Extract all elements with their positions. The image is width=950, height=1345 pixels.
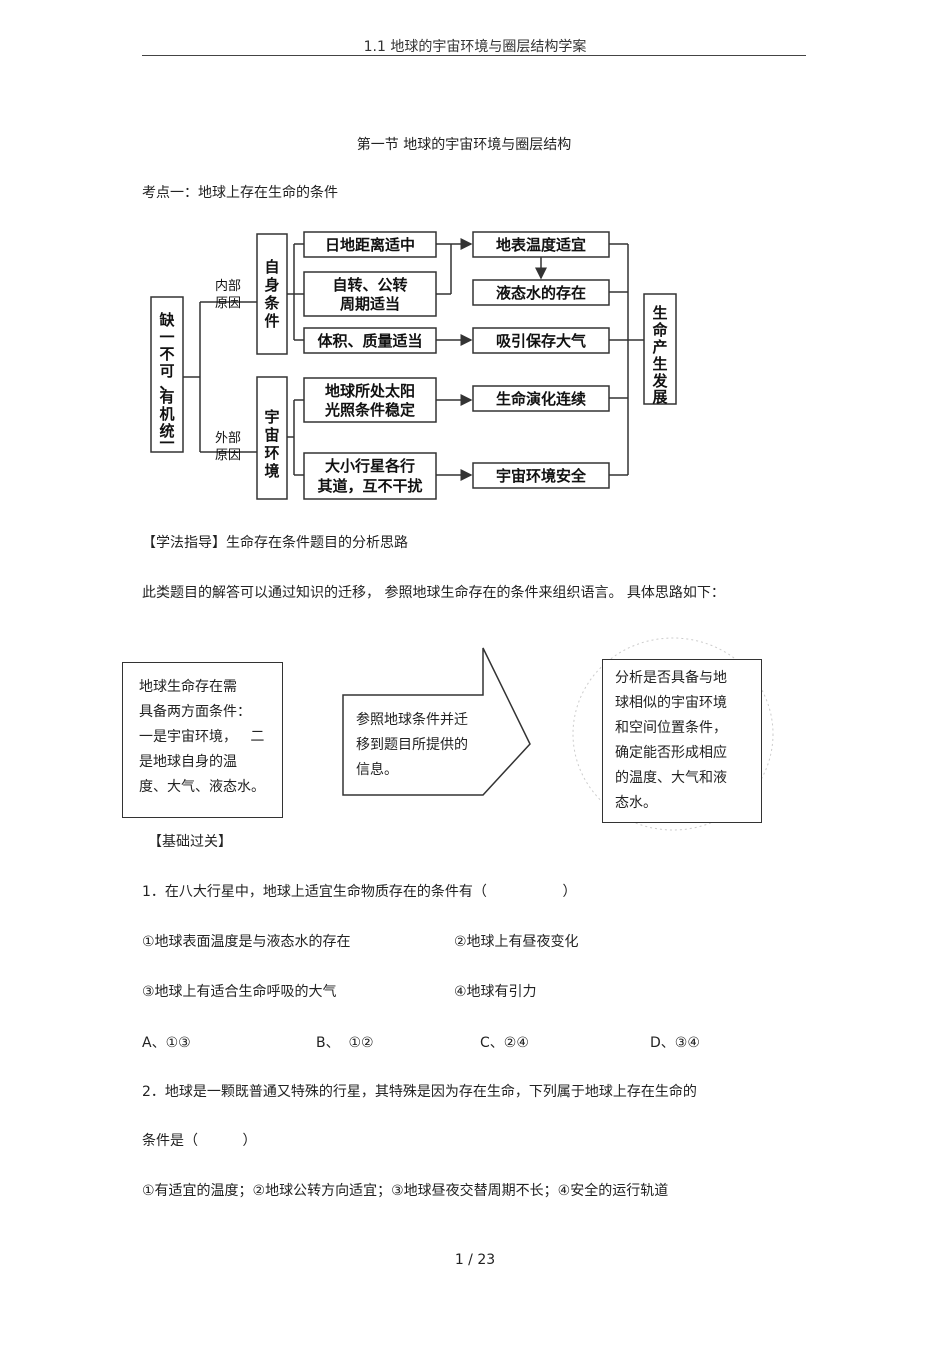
root-box xyxy=(150,296,184,453)
outer-cause-label: 原因 xyxy=(215,448,241,463)
condition-box-4 xyxy=(303,377,437,423)
question-1-stem: 1．在八大行星中，地球上适宜生命物质存在的条件有（ ） xyxy=(142,884,577,900)
result-3-text: 吸引保存大气 xyxy=(496,332,586,350)
kaodian-1-heading: 考点一：地球上存在生命的条件 xyxy=(142,185,338,201)
result-2-text: 液态水的存在 xyxy=(496,284,586,302)
flow-box1-line: 一是宇宙环境， 二 xyxy=(139,729,265,745)
question-1-option-3: ③地球上有适合生命呼吸的大气 xyxy=(142,984,337,1000)
result-4-text: 生命演化连续 xyxy=(496,390,586,408)
header-rule xyxy=(142,55,806,56)
final-char: 发 xyxy=(651,372,668,390)
question-1-option-4: ④地球有引力 xyxy=(454,984,537,1000)
final-char: 生 xyxy=(652,304,667,322)
flow-box3-line: 态水。 xyxy=(615,795,657,811)
root-char: 一 xyxy=(159,328,174,346)
result-box-2 xyxy=(472,279,610,306)
self-conditions-char: 身 xyxy=(264,276,279,294)
root-char: 、 xyxy=(159,375,174,393)
question-1-choice-a: A、①③ xyxy=(142,1035,191,1051)
result-final-box xyxy=(643,293,677,405)
question-2-options: ①有适宜的温度；②地球公转方向适宜；③地球昼夜交替周期不长；④安全的运行轨道 xyxy=(142,1183,669,1199)
question-1-choice-c: C、②④ xyxy=(480,1035,529,1051)
flow-box1-line: 是地球自身的温 xyxy=(139,754,237,770)
root-char: 统 xyxy=(159,422,174,440)
cosmic-env-char: 环 xyxy=(264,444,279,462)
question-2-stem: 2．地球是一颗既普通又特殊的行星，其特殊是因为存在生命，下列属于地球上存在生命的 xyxy=(142,1084,697,1100)
flow-ellipse-decoration xyxy=(572,637,774,831)
cosmic-env-char: 宇 xyxy=(264,408,279,426)
root-char: 缺 xyxy=(158,311,175,329)
condition-box-1 xyxy=(303,231,437,258)
condition-3-text: 体积、质量适当 xyxy=(317,332,422,350)
question-1-option-1: ①地球表面温度是与液态水的存在 xyxy=(142,934,351,950)
life-conditions-diagram: 缺 一 不 可 、 有 机 统 一 自 身 条 件 宇 宙 环 境 日地距离适中… xyxy=(150,231,677,500)
cosmic-env-box xyxy=(256,376,288,500)
flow-box1-line: 具备两方面条件： xyxy=(139,704,251,720)
cosmic-env-char: 境 xyxy=(264,462,279,480)
guide-heading: 【学法指导】生命存在条件题目的分析思路 xyxy=(142,535,408,551)
condition-4-line: 地球所处太阳 xyxy=(325,382,415,400)
root-char: 有 xyxy=(159,388,174,406)
root-char: 不 xyxy=(159,345,174,363)
self-conditions-char: 条 xyxy=(263,294,280,312)
basics-heading: 【基础过关】 xyxy=(148,834,232,850)
condition-box-3 xyxy=(303,327,437,354)
result-1-text: 地表温度适宜 xyxy=(496,236,586,254)
root-char: 可 xyxy=(159,362,174,380)
root-char: 机 xyxy=(159,405,174,423)
condition-2-line: 周期适当 xyxy=(340,295,400,313)
condition-4-line: 光照条件稳定 xyxy=(324,401,415,419)
flow-box-analysis: 分析是否具备与地 球相似的宇宙环境 和空间位置条件， 确定能否形成相应 的温度、… xyxy=(602,659,762,823)
condition-box-5 xyxy=(303,452,437,500)
flow-arrow-line: 信息。 xyxy=(356,762,398,778)
condition-2-line: 自转、公转 xyxy=(332,276,407,294)
running-header: 1.1 地球的宇宙环境与圈层结构学案 xyxy=(363,39,587,55)
flow-box1-line: 度、大气、液态水。 xyxy=(139,779,265,795)
final-char: 命 xyxy=(651,321,668,339)
flow-box1-line: 地球生命存在需 xyxy=(139,679,237,695)
flow-arrow-line: 移到题目所提供的 xyxy=(356,737,468,753)
inner-cause-label: 内部 xyxy=(215,278,241,294)
root-char: 一 xyxy=(159,434,174,452)
condition-5-line: 其道，互不干扰 xyxy=(317,477,422,495)
inner-cause-label: 原因 xyxy=(215,296,241,311)
outer-cause-label: 外部 xyxy=(215,431,241,446)
flow-box3-line: 的温度、大气和液 xyxy=(615,770,727,786)
flow-box3-line: 分析是否具备与地 xyxy=(615,670,727,686)
question-1-option-2: ②地球上有昼夜变化 xyxy=(454,934,579,950)
final-char: 生 xyxy=(652,355,667,373)
section-title: 第一节 地球的宇宙环境与圈层结构 xyxy=(356,137,572,153)
self-conditions-box xyxy=(256,233,288,355)
condition-5-line: 大小行星各行 xyxy=(325,457,415,475)
guide-paragraph: 此类题目的解答可以通过知识的迁移， 参照地球生命存在的条件来组织语言。 具体思路… xyxy=(142,585,725,601)
result-box-5 xyxy=(472,462,610,489)
question-2-stem-cont: 条件是（ ） xyxy=(142,1133,257,1149)
result-5-text: 宇宙环境安全 xyxy=(496,467,587,485)
self-conditions-char: 件 xyxy=(264,312,279,330)
condition-1-text: 日地距离适中 xyxy=(325,236,415,254)
self-conditions-char: 自 xyxy=(264,258,279,276)
flow-box3-line: 球相似的宇宙环境 xyxy=(615,695,727,711)
flow-box3-line: 确定能否形成相应 xyxy=(615,745,727,761)
flow-arrow-shape xyxy=(342,647,531,796)
question-1-choice-b: B、 ①② xyxy=(316,1035,374,1051)
question-1-choice-d: D、③④ xyxy=(650,1035,700,1051)
condition-box-2 xyxy=(303,271,437,317)
flow-arrow-line: 参照地球条件并迁 xyxy=(356,712,468,728)
flow-box-earth-conditions: 地球生命存在需 具备两方面条件： 一是宇宙环境， 二 是地球自身的温 度、大气、… xyxy=(122,662,283,818)
result-box-3 xyxy=(472,327,610,354)
cosmic-env-char: 宙 xyxy=(264,426,279,444)
final-char: 展 xyxy=(652,388,667,406)
flow-arrow-text: 参照地球条件并迁 移到题目所提供的 信息。 xyxy=(356,708,468,783)
final-char: 产 xyxy=(652,338,667,356)
flow-box3-line: 和空间位置条件， xyxy=(615,720,727,736)
page-number: 1 / 23 xyxy=(454,1252,496,1268)
